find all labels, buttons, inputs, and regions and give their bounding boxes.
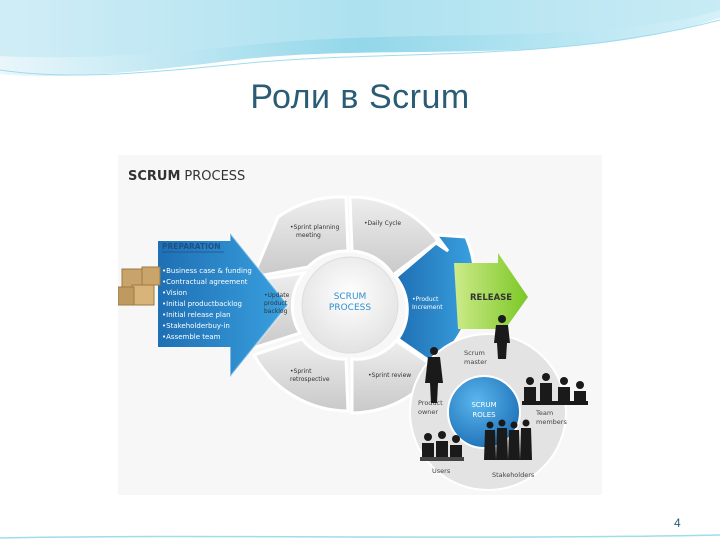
label-product-increment-2: Increment bbox=[412, 304, 443, 311]
preparation-item: •Stakeholderbuy-in bbox=[162, 322, 230, 330]
label-sprint-retro-2: retrospective bbox=[290, 376, 330, 383]
role-scrum-master-2: master bbox=[464, 358, 487, 366]
preparation-title: PREPARATION bbox=[162, 242, 221, 251]
preparation-item: •Initial release plan bbox=[162, 311, 231, 319]
roles-center-line2: ROLES bbox=[472, 411, 496, 419]
preparation-item: •Initial productbacklog bbox=[162, 300, 242, 308]
footer-line-decoration bbox=[0, 532, 720, 540]
label-sprint-planning: •Sprint planning bbox=[290, 224, 340, 231]
slide-title: Роли в Scrum bbox=[0, 78, 720, 117]
diagram-header-rest: PROCESS bbox=[184, 169, 245, 184]
label-sprint-retro: •Sprint bbox=[290, 368, 312, 375]
preparation-item: •Contractual agreement bbox=[162, 278, 248, 286]
role-scrum-master: Scrum bbox=[464, 349, 485, 357]
role-users: Users bbox=[432, 467, 451, 475]
role-product-owner-2: owner bbox=[418, 408, 438, 416]
page-number: 4 bbox=[674, 516, 681, 530]
label-update: •Update bbox=[264, 292, 290, 299]
preparation-item: •Business case & funding bbox=[162, 267, 252, 275]
role-stakeholders: Stakeholders bbox=[492, 471, 535, 479]
preparation-item: •Assemble team bbox=[162, 333, 221, 341]
role-team-members-2: members bbox=[536, 418, 567, 426]
roles-center-line1: SCRUM bbox=[471, 401, 496, 409]
label-daily-cycle: •Daily Cycle bbox=[364, 220, 401, 227]
diagram-header-bold: SCRUM bbox=[128, 169, 180, 184]
boxes-icon bbox=[118, 267, 160, 305]
center-label-line1: SCRUM bbox=[334, 292, 367, 302]
label-update-2: product bbox=[264, 300, 288, 307]
preparation-item: •Vision bbox=[162, 289, 187, 297]
label-product-increment: •Product bbox=[412, 296, 439, 303]
users-icon bbox=[420, 431, 464, 461]
label-update-3: backlog bbox=[264, 308, 288, 315]
label-sprint-planning-2: meeting bbox=[296, 232, 321, 239]
role-product-owner: Product bbox=[418, 399, 443, 407]
role-team-members: Team bbox=[535, 409, 553, 417]
label-sprint-review: •Sprint review bbox=[368, 372, 411, 379]
diagram-header: SCRUM PROCESS bbox=[128, 169, 245, 184]
release-label: RELEASE bbox=[470, 293, 512, 303]
center-label-line2: PROCESS bbox=[329, 303, 371, 313]
